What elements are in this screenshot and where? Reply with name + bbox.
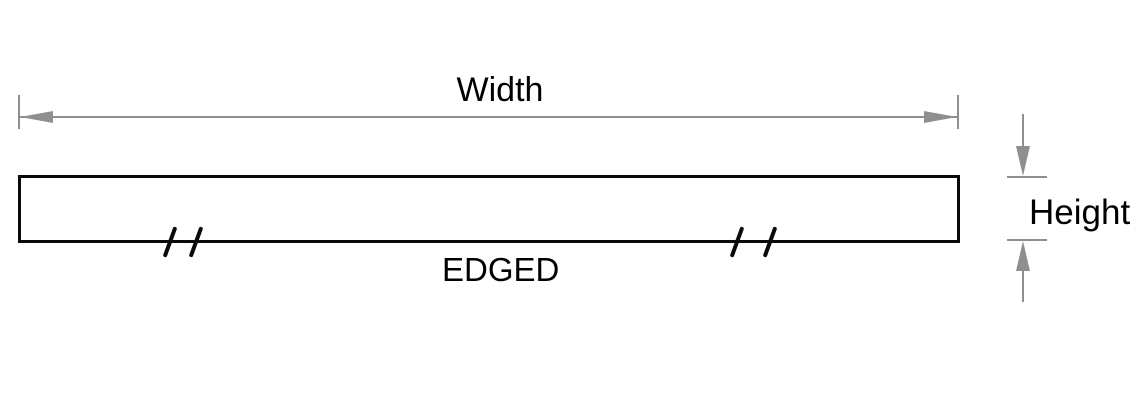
height-dimension-line-top <box>1022 114 1024 152</box>
height-extension-line-bottom <box>1007 239 1047 241</box>
width-extension-line-left <box>18 95 20 129</box>
width-label: Width <box>456 71 544 109</box>
height-dimension-line-bottom <box>1022 268 1024 302</box>
arrow-down-icon <box>1016 146 1030 176</box>
edged-label: EDGED <box>442 251 560 288</box>
arrow-right-icon <box>924 111 957 123</box>
width-extension-line-right <box>957 95 959 129</box>
height-label: Height <box>1029 193 1131 232</box>
arrow-up-icon <box>1016 241 1030 271</box>
width-dimension-line <box>20 116 957 118</box>
height-extension-line-top <box>1007 176 1047 178</box>
arrow-left-icon <box>20 111 53 123</box>
board-rectangle <box>18 175 960 243</box>
